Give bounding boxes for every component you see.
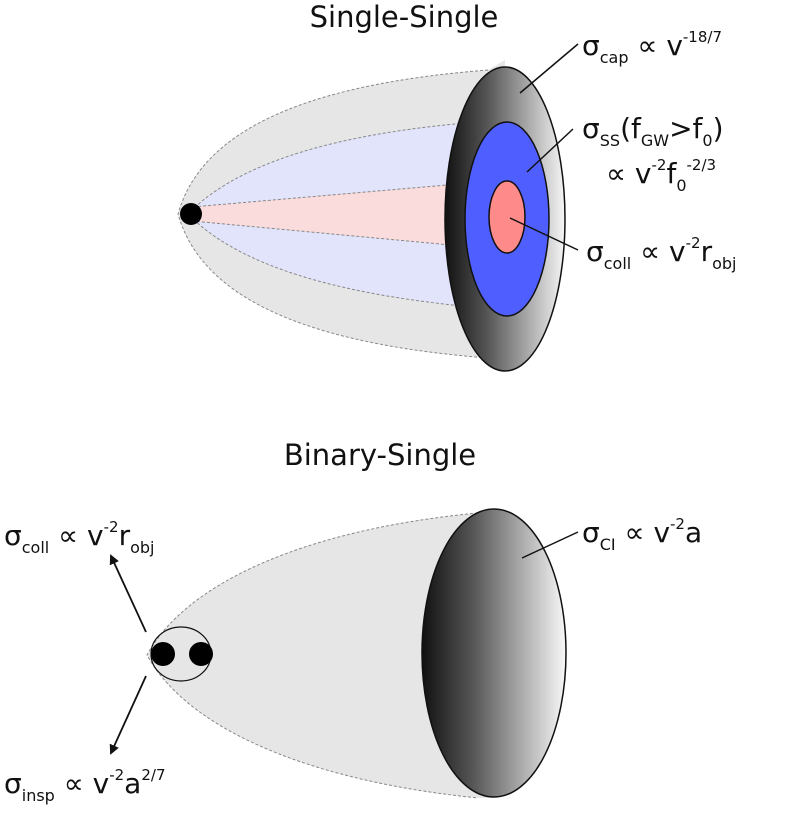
- close-interaction-disk: [421, 508, 567, 798]
- ss-leader: [526, 128, 574, 173]
- sigma-ss-scaling: ∝ v-2f0-2/3: [606, 156, 716, 195]
- binary-star-left: [151, 642, 175, 666]
- sigma-coll-label: σcoll ∝ v-2robj: [586, 234, 736, 273]
- collision-disk: [488, 180, 526, 254]
- cl-leader: [521, 531, 579, 559]
- sigma-insp-label: σinsp ∝ v-2a2/7: [4, 766, 165, 805]
- binary-sigma-coll-label: σcoll ∝ v-2robj: [4, 518, 154, 557]
- sigma-cl-label: σCI ∝ v-2a: [582, 515, 702, 554]
- capture-cone-outline: [177, 69, 489, 359]
- sigma-ss-label: σSS(fGW>f0): [582, 112, 724, 150]
- insp-arrow: [109, 675, 147, 755]
- sigma-cap-label: σcap ∝ v-18/7: [582, 28, 722, 67]
- binary-cone: [147, 510, 490, 798]
- coll-arrow: [109, 554, 147, 633]
- binary-single-title: Binary-Single: [284, 438, 476, 472]
- cap-leader: [519, 43, 579, 94]
- single-single-panel: Single-Single σcap ∝ v-18/7 σSS(fGW>f0) …: [177, 0, 736, 372]
- single-single-title: Single-Single: [310, 0, 499, 34]
- coll-leader: [509, 217, 579, 251]
- binary-cone-outline: [146, 512, 479, 799]
- single-object: [180, 203, 202, 225]
- collision-cone: [192, 180, 505, 250]
- binary-single-panel: Binary-Single σCI ∝ v-2a σcoll ∝ v-2robj…: [4, 438, 702, 805]
- binary-star-right: [189, 642, 213, 666]
